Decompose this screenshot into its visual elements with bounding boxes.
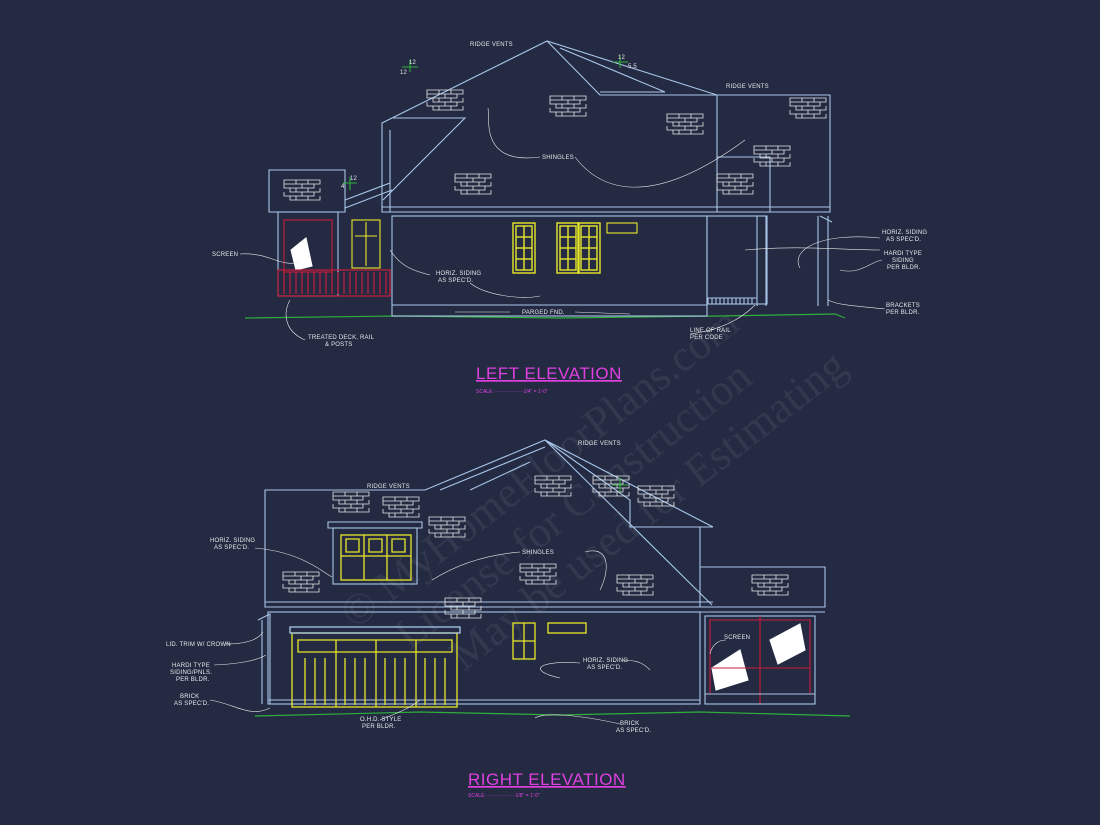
note-horiz-siding: AS SPEC'D.	[438, 278, 473, 284]
note-horiz-siding: HORIZ. SIDING	[436, 271, 481, 277]
note-brackets: BRACKETS	[886, 303, 920, 309]
left-elevation-title: LEFT ELEVATION	[476, 364, 622, 383]
note-ridge-vents: RIDGE VENTS	[367, 484, 410, 490]
note-ridge-vents: RIDGE VENTS	[726, 84, 769, 90]
note-screen: SCREEN	[724, 635, 750, 641]
note-hardi-siding: PER BLDR.	[176, 677, 210, 683]
note-ohd-style: PER BLDR.	[362, 724, 396, 730]
note-pitch: 5.5	[628, 64, 637, 70]
note-brick: BRICK	[180, 694, 199, 700]
note-hardi-siding: PER BLDR.	[887, 265, 921, 271]
note-pitch: 4	[341, 184, 345, 190]
right-elevation-drawing	[209, 439, 851, 725]
note-horiz-siding: HORIZ. SIDING	[882, 230, 927, 236]
note-horiz-siding: HORIZ. SIDING	[210, 538, 255, 544]
note-hardi-siding: HARDI TYPE	[172, 663, 210, 669]
note-brick: AS SPEC'D.	[616, 728, 651, 734]
note-deck: TREATED DECK, RAIL	[308, 335, 375, 341]
left-elevation-scale: SCALE: ·················1/4" = 1'-0"	[476, 389, 548, 395]
note-hardi-siding: HARDI TYPE	[884, 251, 922, 257]
note-pitch: 12	[409, 60, 417, 66]
note-horiz-siding: AS SPEC'D.	[587, 665, 622, 671]
watermark-line-2: License for Construction	[386, 351, 761, 659]
note-parged-fnd: PARGED FND.	[522, 310, 565, 316]
note-screen: SCREEN	[212, 252, 238, 258]
note-horiz-siding: HORIZ. SIDING	[583, 658, 628, 664]
note-deck: & POSTS	[325, 342, 352, 348]
right-elevation-notes: RIDGE VENTS RIDGE VENTS SHINGLES HORIZ. …	[166, 441, 750, 799]
right-elevation-title: RIGHT ELEVATION	[468, 770, 626, 789]
note-ohd-style: O.H.D. STYLE	[360, 717, 401, 723]
note-shingles: SHINGLES	[522, 550, 554, 556]
right-elevation-scale: SCALE: ·················1/8" = 1'-0"	[468, 793, 540, 799]
note-ridge-vents: RIDGE VENTS	[578, 441, 621, 447]
note-hardi-siding: SIDING/PNLS.	[170, 670, 212, 676]
note-shingles: SHINGLES	[542, 155, 574, 161]
note-brackets: PER BLDR.	[886, 310, 920, 316]
note-horiz-siding: AS SPEC'D.	[886, 237, 921, 243]
note-line-of-rail: PER CODE	[690, 335, 723, 341]
note-pitch: 12	[350, 176, 358, 182]
note-trim-crown: LID. TRIM W/ CROWN	[166, 642, 231, 648]
note-ridge-vents: RIDGE VENTS	[470, 42, 513, 48]
note-pitch: 12	[618, 55, 626, 61]
left-elevation-drawing	[239, 40, 886, 341]
note-horiz-siding: AS SPEC'D.	[214, 545, 249, 551]
note-brick: BRICK	[620, 721, 639, 727]
note-hardi-siding: SIDING	[892, 258, 914, 264]
left-elevation-notes: RIDGE VENTS RIDGE VENTS SHINGLES SCREEN …	[212, 42, 927, 395]
note-line-of-rail: LINE OF RAIL	[690, 328, 731, 334]
note-brick: AS SPEC'D.	[174, 701, 209, 707]
note-pitch: 12	[400, 70, 408, 76]
